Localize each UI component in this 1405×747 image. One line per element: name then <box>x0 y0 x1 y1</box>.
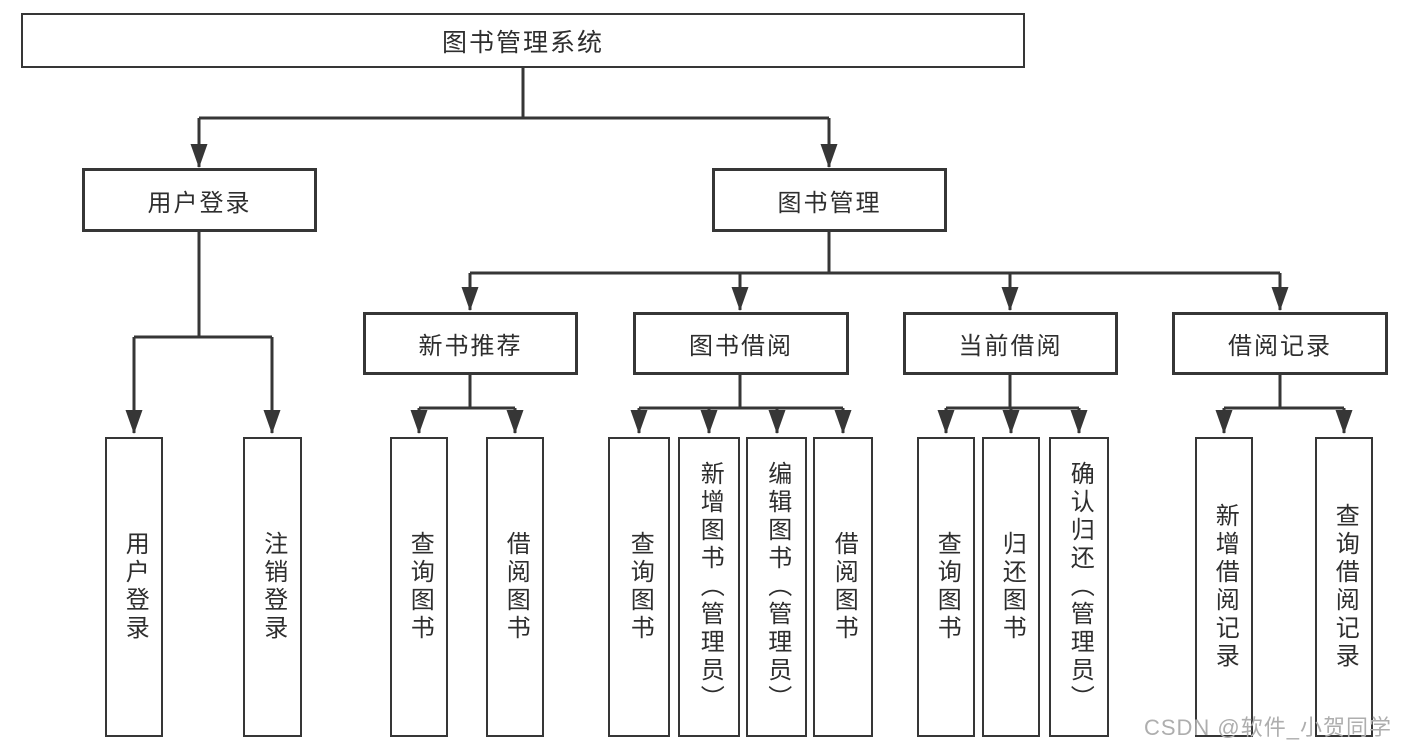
node-book-management: 图书管理 <box>712 168 947 232</box>
node-user-login-leaf: 用户登录 <box>105 437 163 737</box>
node-user-login: 用户登录 <box>82 168 317 232</box>
node-borrowing-borrow-books: 借阅图书 <box>813 437 873 737</box>
node-recommend-borrow-books: 借阅图书 <box>486 437 544 737</box>
node-book-borrowing: 图书借阅 <box>633 312 849 375</box>
node-label: 借阅图书 <box>830 531 858 643</box>
node-borrowing-add-books-admin: 新增图书（管理员） <box>678 437 740 737</box>
node-records-query-record: 查询借阅记录 <box>1315 437 1373 737</box>
node-library-management-system: 图书管理系统 <box>21 13 1025 68</box>
node-current-borrowing: 当前借阅 <box>903 312 1118 375</box>
node-logout-leaf: 注销登录 <box>243 437 302 737</box>
node-records-add-record: 新增借阅记录 <box>1195 437 1253 737</box>
node-borrowing-records: 借阅记录 <box>1172 312 1388 375</box>
node-label: 新增图书（管理员） <box>696 461 724 713</box>
node-current-query-books: 查询图书 <box>917 437 975 737</box>
node-label: 借阅图书 <box>502 531 530 643</box>
node-label: 查询图书 <box>406 531 434 643</box>
node-label: 用户登录 <box>121 531 149 643</box>
csdn-watermark: CSDN @软件_小贺同学 <box>1143 715 1392 740</box>
node-label: 确认归还（管理员） <box>1066 461 1094 713</box>
node-label: 查询图书 <box>933 531 961 643</box>
node-borrowing-edit-books-admin: 编辑图书（管理员） <box>746 437 807 737</box>
node-label: 编辑图书（管理员） <box>763 461 791 713</box>
node-label: 注销登录 <box>259 531 287 643</box>
node-new-book-recommendation: 新书推荐 <box>363 312 578 375</box>
node-label: 查询图书 <box>626 531 654 643</box>
node-borrowing-query-books: 查询图书 <box>608 437 670 737</box>
node-recommend-query-books: 查询图书 <box>390 437 448 737</box>
node-label: 查询借阅记录 <box>1331 503 1359 671</box>
node-current-confirm-return-admin: 确认归还（管理员） <box>1049 437 1109 737</box>
node-label: 归还图书 <box>998 531 1026 643</box>
node-label: 新增借阅记录 <box>1211 503 1239 671</box>
node-current-return-books: 归还图书 <box>982 437 1040 737</box>
